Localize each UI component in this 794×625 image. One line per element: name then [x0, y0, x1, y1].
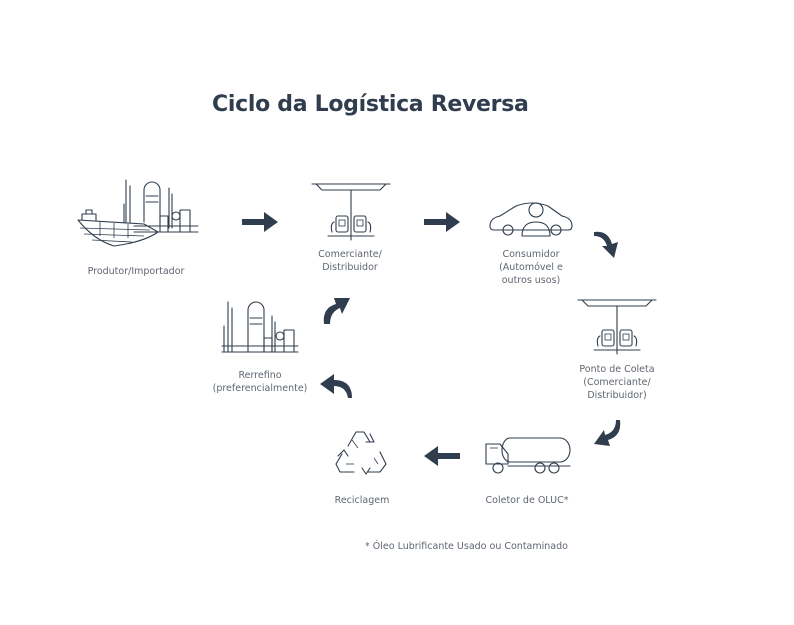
page-title: Ciclo da Logística Reversa — [212, 92, 529, 117]
refinery-icon — [221, 301, 299, 353]
recycle-icon — [335, 431, 387, 475]
curved-arrow-up-icon — [320, 374, 352, 398]
rerrefino-label: Rerrefino (preferencialmente) — [212, 370, 308, 394]
arrow-right-icon — [242, 212, 278, 232]
arrow-right-icon — [424, 212, 460, 232]
consumidor-label: Consumidor (Automóvel e outros usos) — [499, 249, 563, 286]
footnote: * Óleo Lubrificante Usado ou Contaminado — [365, 541, 568, 552]
tanker-truck-icon — [485, 437, 571, 474]
gas-station-icon — [311, 183, 391, 241]
comerciante-label: Comerciante/ Distribuidor — [318, 249, 382, 273]
reciclagem-label: Reciclagem — [334, 495, 390, 506]
car-person-icon — [489, 202, 573, 237]
coletor-label: Coletor de OLUC* — [485, 495, 569, 506]
arrow-left-icon — [424, 446, 460, 466]
curved-arrow-up-icon — [323, 298, 350, 324]
curved-arrow-down-icon — [594, 231, 618, 258]
ponto-coleta-label: Ponto de Coleta (Comerciante/ Distribuid… — [579, 364, 655, 401]
curved-arrow-down-icon — [594, 420, 621, 446]
refinery-ship-icon — [77, 179, 199, 247]
produtor-label: Produtor/Importador — [87, 266, 185, 277]
gas-station-icon — [577, 299, 657, 355]
